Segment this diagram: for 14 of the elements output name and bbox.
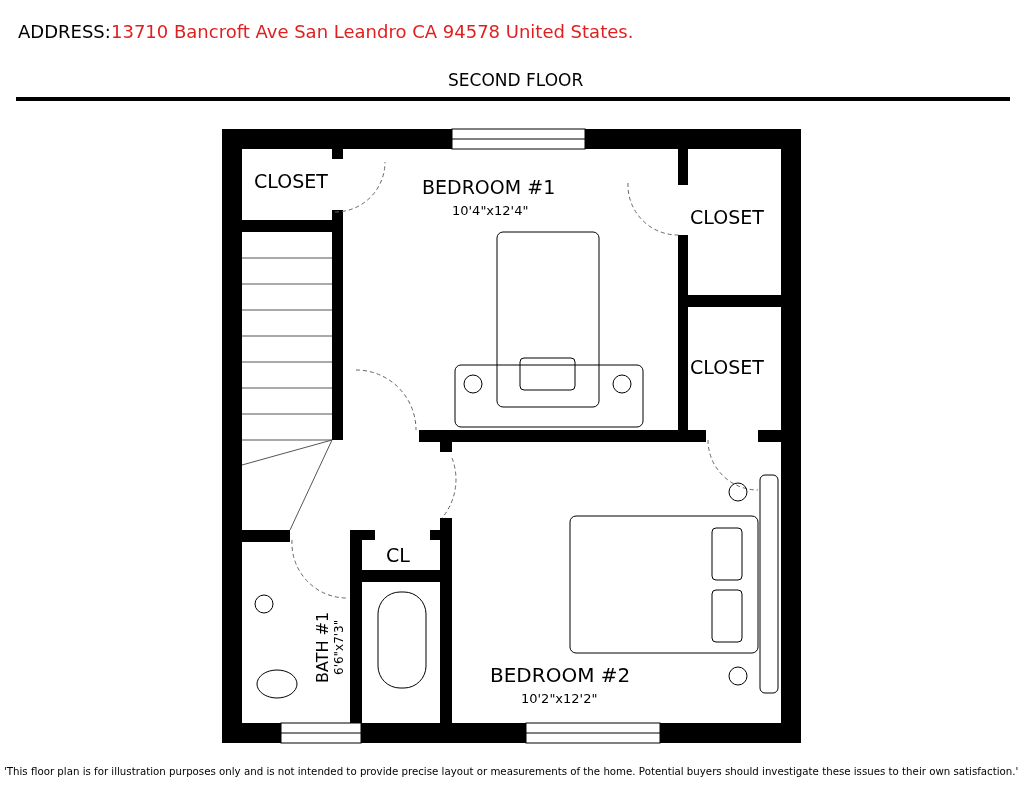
room-label: BEDROOM #1 — [422, 178, 556, 197]
address-text: 13710 Bancroft Ave San Leandro CA 94578 United States. — [111, 23, 634, 41]
room-label: BEDROOM #2 — [490, 665, 631, 685]
room-label: CLOSET — [690, 358, 764, 377]
disclaimer-caption: 'This floor plan is for illustration purposes only and is not intended to provide precise layout or measurements of the home. Potential buyers should investigate these issues to their own satisfaction.' — [4, 767, 1019, 778]
room-label: CLOSET — [690, 208, 764, 227]
room-dimension: 10'4"x12'4" — [452, 204, 529, 217]
address-text: ADDRESS: — [18, 23, 111, 41]
room-dimension: 6'6"x7'3" — [333, 619, 345, 675]
room-label: BATH #1 — [315, 611, 331, 683]
plan-title: SECOND FLOOR — [448, 72, 584, 89]
room-label: CLOSET — [254, 172, 328, 191]
room-label: CL — [386, 546, 410, 565]
room-dimension: 10'2"x12'2" — [521, 692, 598, 705]
